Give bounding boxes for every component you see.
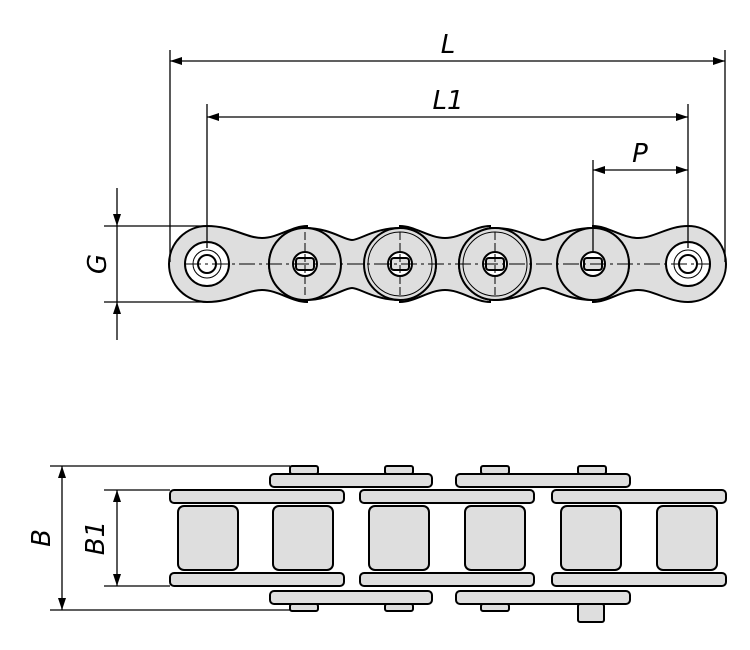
- inner-plate-top-3: [551, 489, 727, 504]
- dimension-l: L: [169, 30, 726, 262]
- inner-plate-bottom-3: [551, 572, 727, 587]
- outer-plate-top-2: [455, 473, 631, 488]
- inner-plate-top-2: [359, 489, 535, 504]
- chain-side-view: [168, 224, 727, 304]
- outer-plate-top-1: [269, 473, 433, 488]
- dimension-p-label: P: [632, 139, 648, 169]
- dimension-l1-label: L1: [432, 86, 463, 116]
- dimension-b: B: [27, 465, 290, 611]
- dimension-b1-label: B1: [81, 521, 111, 555]
- chain-top-view: [169, 465, 727, 623]
- dimension-l-label: L: [441, 30, 456, 60]
- dimension-g: G: [83, 188, 207, 340]
- dimension-b1: B1: [81, 489, 170, 587]
- rollers: [177, 505, 718, 571]
- dimension-l1: L1: [206, 86, 689, 248]
- dimension-p: P: [592, 139, 688, 252]
- dimension-b-label: B: [27, 529, 57, 547]
- outer-plate-bottom-1: [269, 590, 433, 605]
- inner-plate-top-1: [169, 489, 345, 504]
- connecting-pin-end: [577, 603, 605, 623]
- dimension-g-label: G: [83, 254, 113, 274]
- inner-plate-bottom-2: [359, 572, 535, 587]
- outer-plate-bottom-2: [455, 590, 631, 605]
- inner-plate-bottom-1: [169, 572, 345, 587]
